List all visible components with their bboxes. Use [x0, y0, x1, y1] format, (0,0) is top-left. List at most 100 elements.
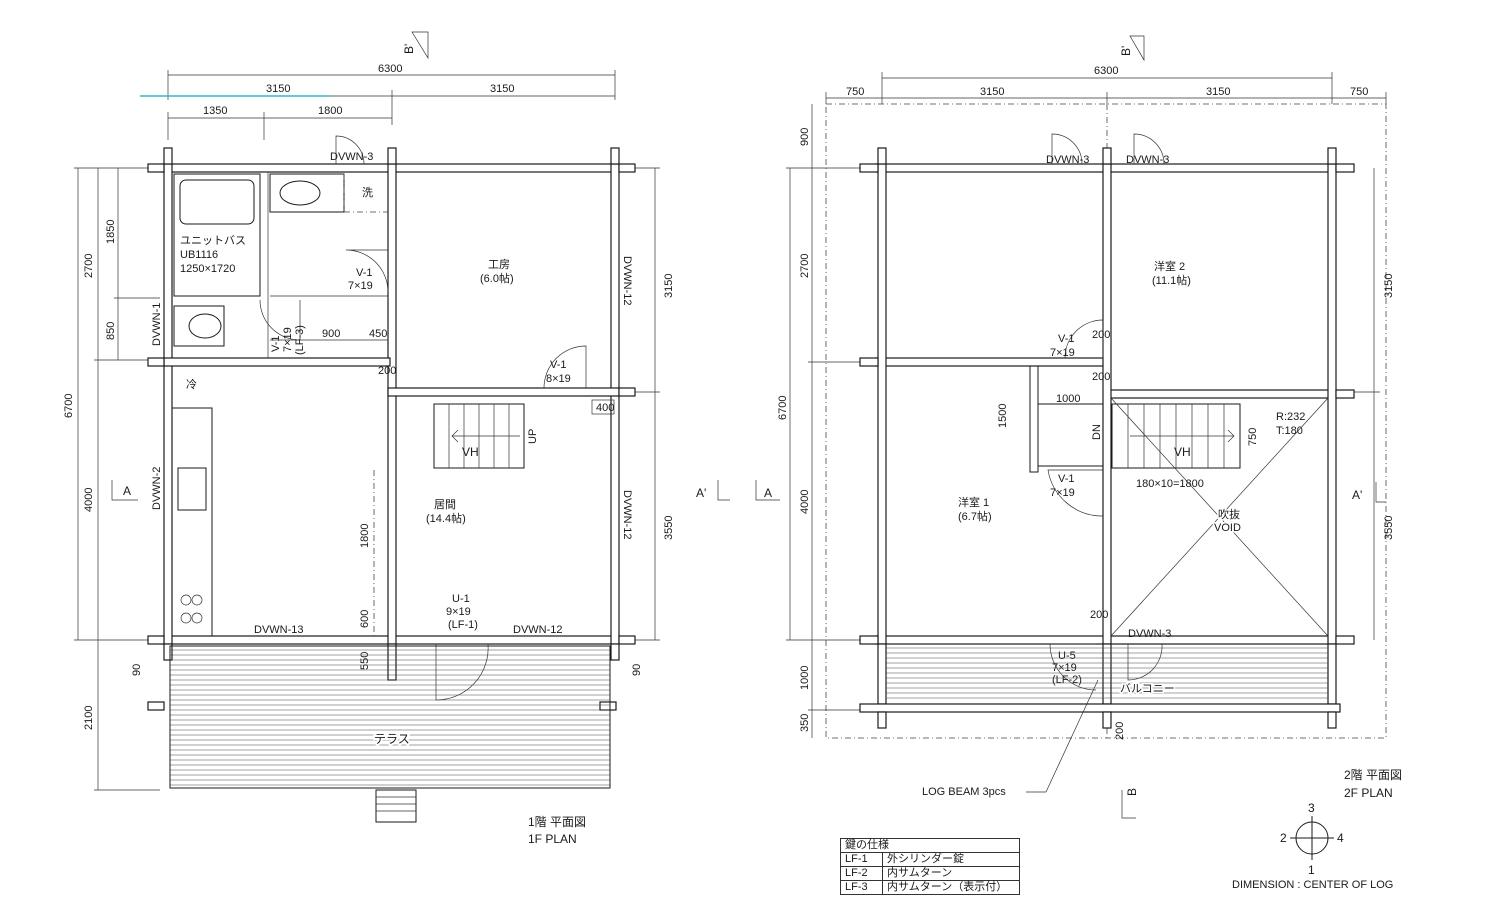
dim-1f-90-left: 90 — [131, 664, 143, 676]
dim-2f-total-width: 6300 — [1094, 65, 1118, 77]
wall-2f-left — [877, 163, 887, 645]
wall-1f-mid-right — [387, 387, 620, 397]
door-u1 — [435, 643, 489, 701]
unit-bath — [173, 173, 261, 297]
label-1f-dvwn13: DVWN-13 — [254, 624, 304, 636]
dim-1f-900: 900 — [322, 328, 340, 340]
stair-2f-tread: T:180 — [1276, 425, 1303, 437]
label-1f-v1c: V-1 — [550, 359, 567, 371]
stair-2f — [1111, 403, 1241, 469]
dim-1f-550: 550 — [359, 652, 371, 670]
plan-2f-title: 2階 平面図 — [1344, 767, 1402, 782]
section-1f-a-prime: A' — [696, 486, 706, 500]
stair-2f-rise: R:232 — [1276, 411, 1305, 423]
dim-2f-right-3150: 3150 — [1383, 274, 1395, 298]
label-1f-v1b-size: 7×19 — [282, 327, 294, 352]
dim-1f-1800-v: 1800 — [359, 524, 371, 548]
room-living-size: (14.4帖) — [426, 512, 466, 525]
room-west1-size: (6.7帖) — [958, 510, 992, 523]
key-spec-title: 鍵の仕様 — [840, 838, 1020, 853]
label-2f-v1b: V-1 — [1058, 473, 1075, 485]
key-desc: 外シリンダー錠 — [882, 852, 1020, 867]
wall-2f-right — [1327, 163, 1337, 645]
table-row: LF-2 内サムターン — [840, 866, 1020, 881]
compass-1: 1 — [1308, 863, 1315, 877]
door-2f-dvwn3-left — [1051, 133, 1083, 165]
unit-bath-size: 1250×1720 — [180, 263, 235, 275]
room-workshop: 工房 — [488, 258, 510, 271]
label-2f-v1a: V-1 — [1058, 333, 1075, 345]
wall-1f-mid-left — [163, 357, 391, 367]
void-label-jp: 吹抜 — [1218, 507, 1240, 521]
dim-2f-900: 900 — [799, 128, 811, 146]
label-2f-u5-key: (LF-2) — [1052, 674, 1082, 686]
label-1f-dvwn12-upper: DVWN-12 — [621, 256, 633, 306]
label-2f-dvwn3-left: DVWN-3 — [1046, 154, 1089, 166]
dim-2f-200b: 200 — [1092, 329, 1110, 341]
dim-2f-1500: 1500 — [997, 404, 1009, 428]
fridge-label: 冷 — [186, 378, 197, 391]
wall-1f-left — [163, 163, 173, 645]
wash-label: 洗 — [362, 186, 373, 199]
key-desc: 内サムターン（表示付） — [882, 880, 1020, 895]
dim-1f-2100: 2100 — [83, 706, 95, 730]
dim-2f-eave-right: 750 — [1350, 86, 1368, 98]
label-1f-u1: U-1 — [452, 593, 470, 605]
plan-2f: 6300 750 3150 3150 750 B' 6700 900 2700 … — [755, 35, 1402, 819]
wall-2f-mid-left — [875, 357, 1108, 367]
dim-1f-600: 600 — [359, 610, 371, 628]
eave-outline-2f — [825, 103, 1387, 739]
stair-2f-dn: DN — [1091, 424, 1103, 440]
wall-2f-center — [1102, 163, 1112, 645]
dim-1f-half-left: 3150 — [266, 83, 290, 95]
label-2f-dvwn3-bottom: DVWN-3 — [1128, 628, 1171, 640]
balcony-label: バルコニー — [1120, 682, 1175, 695]
room-living: 居間 — [434, 498, 456, 511]
dim-1f-right-3150: 3150 — [663, 274, 675, 298]
dim-2f-eave-left: 750 — [846, 86, 864, 98]
terrace-label: テラス — [374, 732, 410, 746]
dim-2f-total-depth: 6700 — [777, 396, 789, 420]
wall-2f-mid-right — [1106, 389, 1337, 399]
key-code: LF-1 — [840, 852, 883, 867]
landing-rail — [1029, 365, 1039, 473]
dim-2f-200c: 200 — [1090, 609, 1108, 621]
label-2f-dvwn3-right: DVWN-3 — [1126, 154, 1169, 166]
label-2f-v1b-size: 7×19 — [1050, 487, 1075, 499]
label-1f-dvwn2: DVWN-2 — [151, 467, 163, 510]
compass-4: 4 — [1337, 831, 1344, 845]
room-west1: 洋室 1 — [958, 495, 989, 509]
dim-2f-2700: 2700 — [799, 254, 811, 278]
key-code: LF-3 — [840, 880, 883, 895]
dimension-note: DIMENSION : CENTER OF LOG — [1232, 879, 1393, 891]
room-west2-size: (11.1帖) — [1152, 274, 1191, 287]
label-1f-v1c-size: 8×19 — [546, 373, 571, 385]
section-2f-a-prime: A' — [1352, 488, 1362, 502]
label-2f-v1a-size: 7×19 — [1050, 347, 1075, 359]
dim-1f-total-width: 6300 — [378, 63, 402, 75]
section-2f-b-prime: B' — [1119, 46, 1133, 56]
compass-2: 2 — [1280, 831, 1287, 845]
plan-1f-title: 1階 平面図 — [528, 814, 586, 829]
toilet — [173, 305, 225, 347]
label-1f-dvwn12-bottom: DVWN-12 — [513, 624, 563, 636]
wall-1f-center — [387, 163, 397, 645]
label-1f-v1a: V-1 — [356, 267, 373, 279]
kitchen-sink — [177, 467, 207, 511]
terrace-decking — [170, 649, 610, 786]
dim-1f-half-right: 3150 — [490, 83, 514, 95]
stair-1f-vh: VH — [462, 445, 479, 459]
dim-2f-4000: 4000 — [799, 490, 811, 514]
balcony-rail — [859, 703, 1341, 713]
label-1f-u1-key: (LF-1) — [448, 619, 478, 631]
dim-1f-1800: 1800 — [318, 105, 342, 117]
table-row: LF-1 外シリンダー錠 — [840, 852, 1020, 867]
key-code: LF-2 — [840, 866, 883, 881]
dim-2f-200d: 200 — [1114, 722, 1126, 740]
dim-1f-2700: 2700 — [83, 254, 95, 278]
section-2f-a: A — [764, 486, 772, 500]
dim-1f-450: 450 — [369, 328, 387, 340]
label-1f-v1a-size: 7×19 — [348, 280, 373, 292]
dim-1f-200: 200 — [378, 365, 396, 377]
label-2f-u5: U-5 — [1058, 650, 1076, 662]
